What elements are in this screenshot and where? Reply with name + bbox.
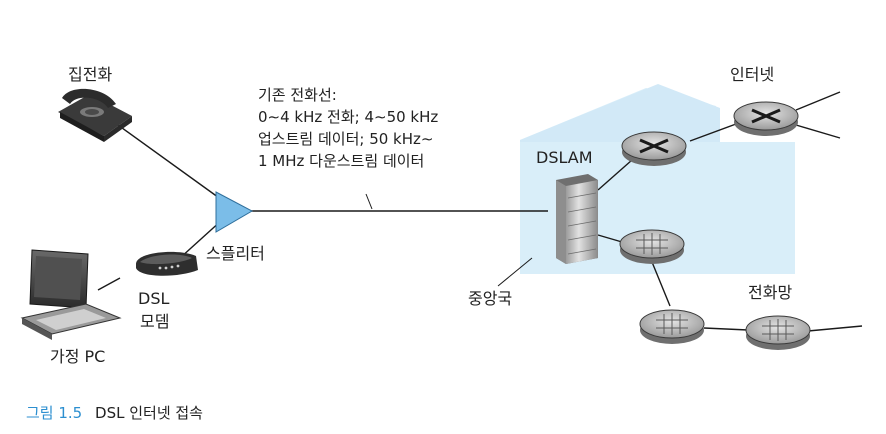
home-pc-label: 가정 PC <box>50 347 105 366</box>
dslam-to-phone-router-line <box>597 234 623 243</box>
splitter-to-modem-line <box>179 219 223 259</box>
phone-router-down-line <box>651 261 671 307</box>
dsl-modem-label-line2: 모뎀 <box>140 312 169 331</box>
phone-to-splitter-line <box>117 124 223 201</box>
internet-router-1 <box>621 131 687 166</box>
internet-router-2 <box>733 101 799 136</box>
switch-grid-icon <box>636 233 668 255</box>
dsl-modem-label-line1: DSL <box>138 289 169 308</box>
figure-title: DSL 인터넷 접속 <box>95 404 203 422</box>
figure-number: 그림 1.5 <box>26 404 82 422</box>
splitter-icon <box>215 191 254 233</box>
central-office-callout <box>497 257 533 287</box>
router-cross-icon <box>639 138 669 154</box>
line-note-1: 기존 전화선: <box>258 86 337 104</box>
dslam-label: DSLAM <box>536 148 593 167</box>
line-note-2: 0∼4 kHz 전화; 4∼50 kHz <box>258 108 438 126</box>
phone-net-link <box>703 327 749 331</box>
internet-label: 인터넷 <box>730 65 774 84</box>
phone-switch-3 <box>745 315 811 350</box>
splitter-label: 스플리터 <box>206 244 265 263</box>
central-office-roof <box>520 84 720 142</box>
internet-uplink-2 <box>795 124 841 139</box>
telephone-network-label: 전화망 <box>748 283 792 302</box>
figure-caption: 그림 1.5 DSL 인터넷 접속 <box>26 404 203 422</box>
phone-switch-2 <box>639 309 705 344</box>
computer-icon <box>20 249 122 340</box>
router-cross-icon <box>751 108 781 124</box>
line-note-callout <box>365 193 373 210</box>
links <box>97 91 863 332</box>
internet-uplink-1 <box>795 91 841 111</box>
dsl-modem-icon <box>136 251 198 276</box>
telephone-icon <box>58 88 132 142</box>
central-office-label: 중앙국 <box>468 289 512 308</box>
line-note-3: 업스트림 데이터; 50 kHz∼ <box>258 130 433 148</box>
phone-switch-1 <box>619 229 685 264</box>
switch-grid-icon <box>656 313 688 335</box>
router-to-router-line <box>689 123 737 142</box>
home-phone-label: 집전화 <box>68 65 112 84</box>
switch-grid-icon <box>762 319 794 341</box>
modem-to-pc-line <box>97 277 121 291</box>
dslam-server-icon <box>556 174 598 264</box>
phone-net-uplink <box>807 325 863 332</box>
dslam-to-internet-router-line <box>597 159 633 191</box>
line-note-4: 1 MHz 다운스트림 데이터 <box>258 152 424 170</box>
